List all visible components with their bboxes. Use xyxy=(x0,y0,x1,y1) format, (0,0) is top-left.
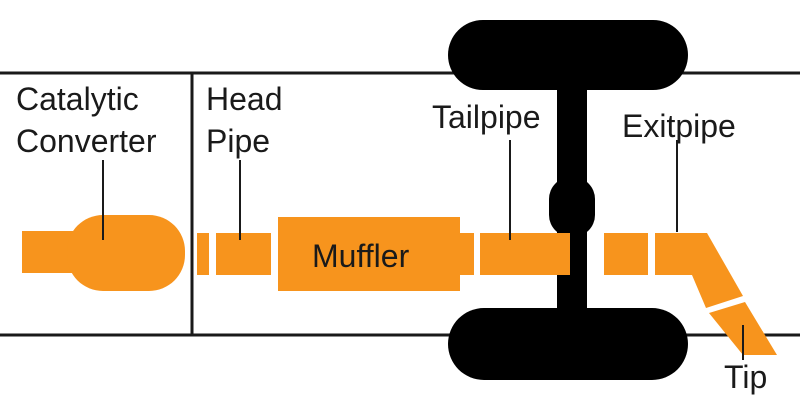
labels: Catalytic Converter Head Pipe Muffler Ta… xyxy=(16,81,767,395)
head-pipe-segment-2 xyxy=(216,233,271,275)
muffler-outlet xyxy=(458,233,474,275)
catalytic-body xyxy=(67,215,185,291)
label-head-line2: Pipe xyxy=(206,123,270,159)
head-pipe-segment-1 xyxy=(197,233,209,275)
label-head-line1: Head xyxy=(206,81,283,117)
label-exitpipe: Exitpipe xyxy=(622,108,736,144)
top-wheel xyxy=(448,20,688,90)
label-tip: Tip xyxy=(724,359,767,395)
rear-axle-assembly xyxy=(448,20,688,380)
leader-lines xyxy=(102,140,744,360)
muffler-body xyxy=(278,217,460,291)
rear-pipe-segment xyxy=(604,233,648,275)
label-catalytic-line1: Catalytic xyxy=(16,81,139,117)
tailpipe-segment xyxy=(480,233,570,275)
label-tailpipe: Tailpipe xyxy=(432,99,541,135)
differential xyxy=(549,177,595,237)
exitpipe-segment xyxy=(655,233,743,308)
label-catalytic-line2: Converter xyxy=(16,123,157,159)
label-muffler: Muffler xyxy=(312,238,410,274)
catalytic-converter xyxy=(22,215,185,291)
